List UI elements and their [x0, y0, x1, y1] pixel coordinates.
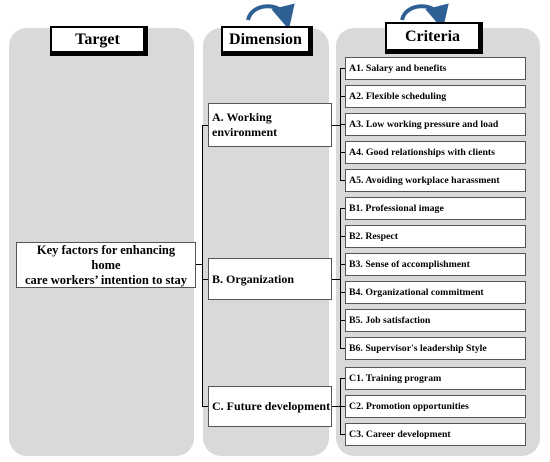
target-line-1: Key factors for enhancing home	[36, 242, 176, 272]
connector-dim-a	[202, 125, 208, 126]
criteria-header: Criteria	[385, 22, 483, 54]
criteria-box-b1: B1. Professional image	[345, 197, 526, 220]
criteria-box-a4: A4. Good relationships with clients	[345, 141, 526, 164]
stub	[340, 180, 345, 181]
connector-b-out	[332, 279, 340, 280]
dimension-column	[203, 28, 329, 456]
connector-dimension-trunk	[202, 125, 203, 407]
stub	[340, 320, 345, 321]
connector-b-trunk	[340, 208, 341, 349]
criteria-box-a2: A2. Flexible scheduling	[345, 85, 526, 108]
connector-dim-c	[202, 406, 208, 407]
connector-target	[196, 264, 202, 265]
connector-dim-b	[202, 279, 208, 280]
stub	[340, 292, 345, 293]
curved-arrow-icon	[400, 3, 449, 30]
stub	[340, 378, 345, 379]
criteria-box-b3: B3. Sense of accomplishment	[345, 253, 526, 276]
dimension-header: Dimension	[221, 26, 313, 56]
stub	[340, 236, 345, 237]
dimension-box-a: A. Working environment	[208, 103, 332, 147]
stub	[340, 124, 345, 125]
dimension-box-b: B. Organization	[208, 258, 332, 300]
curved-arrow-icon	[246, 3, 295, 30]
stub	[340, 348, 345, 349]
criteria-box-b6: B6. Supervisor's leadership Style	[345, 337, 526, 360]
stub	[340, 264, 345, 265]
dimension-box-c: C. Future development	[208, 386, 332, 427]
criteria-box-b4: B4. Organizational commitment	[345, 281, 526, 304]
target-box: Key factors for enhancing home care work…	[16, 242, 196, 288]
criteria-box-a3: A3. Low working pressure and load	[345, 113, 526, 136]
stub	[340, 152, 345, 153]
stub	[340, 96, 345, 97]
criteria-box-b2: B2. Respect	[345, 225, 526, 248]
target-line-2: care workers’ intention to stay	[24, 272, 187, 287]
connector-c-out	[332, 406, 340, 407]
criteria-box-c1: C1. Training program	[345, 367, 526, 390]
criteria-box-a1: A1. Salary and benefits	[345, 57, 526, 80]
criteria-box-a5: A5. Avoiding workplace harassment	[345, 169, 526, 192]
stub	[340, 406, 345, 407]
target-header: Target	[50, 26, 148, 56]
connector-a-out	[332, 125, 340, 126]
criteria-box-c2: C2. Promotion opportunities	[345, 395, 526, 418]
criteria-box-b5: B5. Job satisfaction	[345, 309, 526, 332]
stub	[340, 208, 345, 209]
stub	[340, 434, 345, 435]
stub	[340, 68, 345, 69]
criteria-box-c3: C3. Career development	[345, 423, 526, 446]
